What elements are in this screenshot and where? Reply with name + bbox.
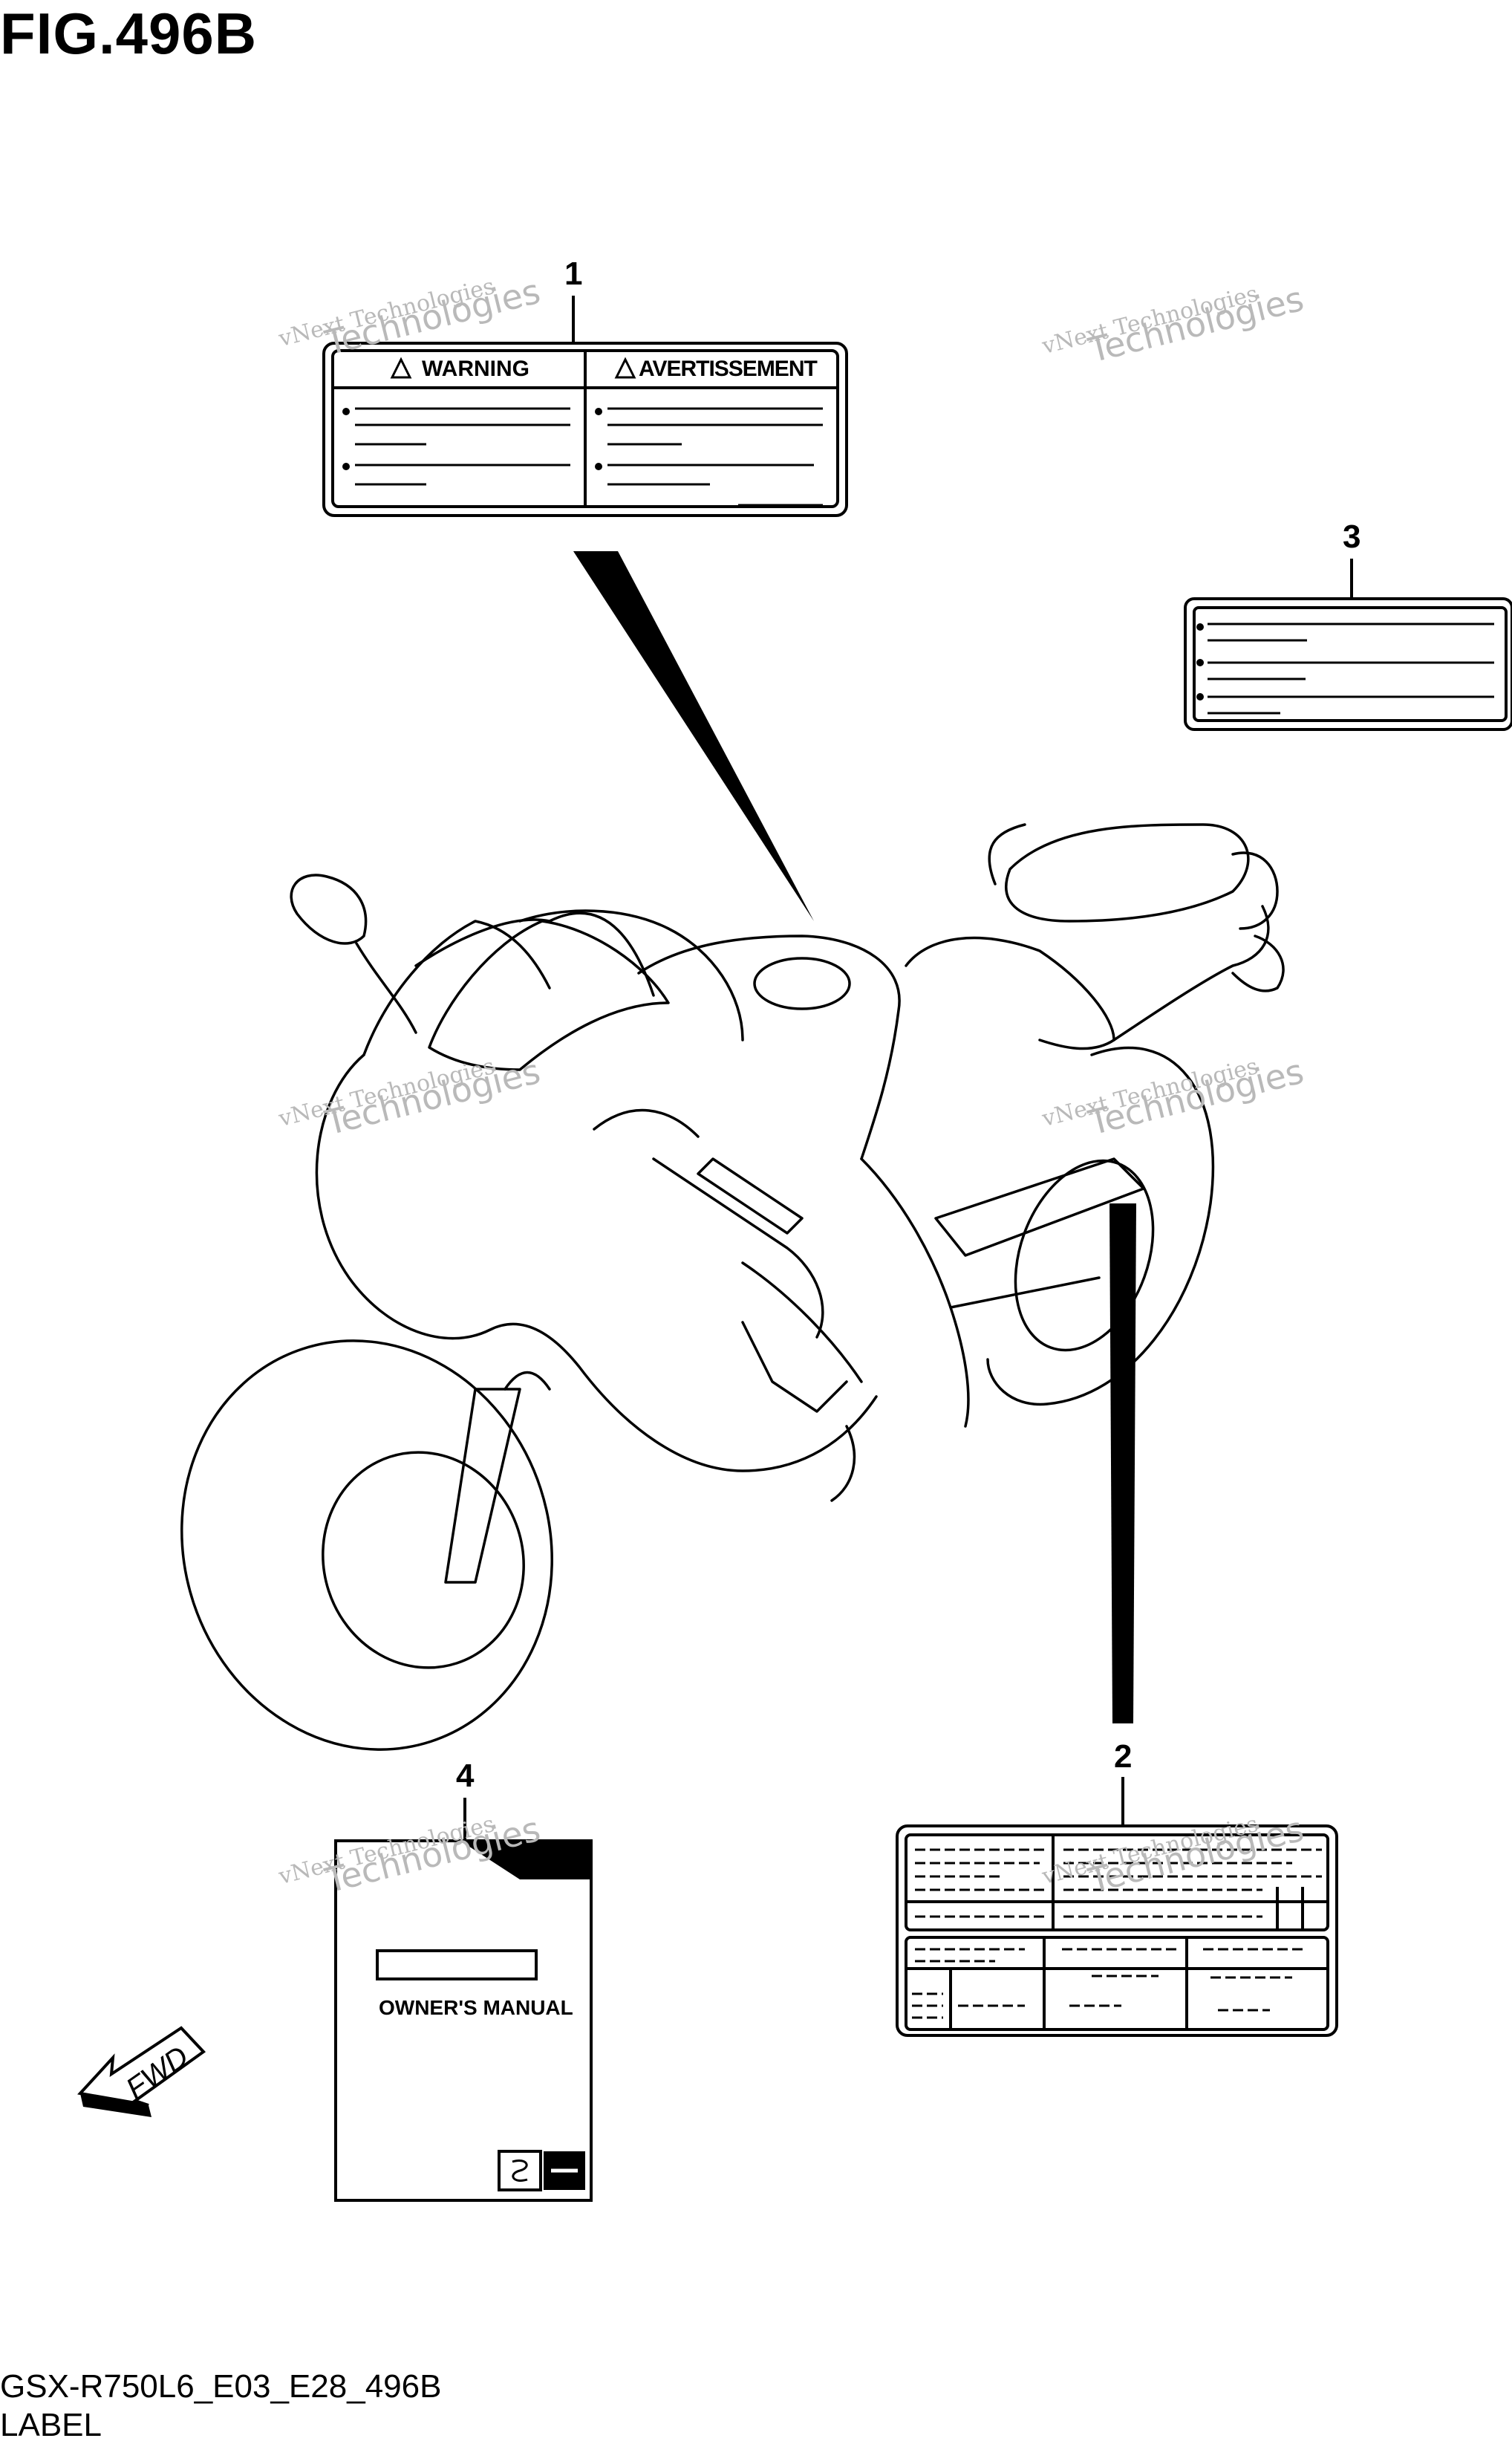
label-1-left-heading: WARNING <box>422 357 529 381</box>
motorcycle-outline <box>180 823 1285 1751</box>
figure-code: GSX-R750L6_E03_E28_496B <box>0 2368 442 2405</box>
label-3-outer <box>1184 597 1512 731</box>
label-3-inner <box>1193 606 1508 722</box>
label-1-outer <box>322 342 848 517</box>
label-4-outer <box>334 1839 593 2202</box>
callout-4: 4 <box>456 1758 475 1794</box>
fwd-arrow-icon <box>77 2026 206 2107</box>
owners-manual-text: OWNER'S MANUAL <box>379 1996 573 2019</box>
label-2-outer <box>896 1824 1338 2037</box>
figure-name: LABEL <box>0 2407 102 2443</box>
warning-triangle-icon <box>390 357 412 379</box>
callout-2: 2 <box>1114 1738 1133 1775</box>
figure-title: FIG.496B <box>0 1 258 66</box>
warning-triangle-icon <box>614 357 636 379</box>
callout-3: 3 <box>1343 519 1361 555</box>
pointer-1 <box>573 551 814 921</box>
suzuki-logo-icon <box>512 2159 528 2182</box>
pointer-2 <box>1109 1203 1136 1723</box>
label-1-right-heading: AVERTISSEMENT <box>639 357 817 381</box>
callout-1: 1 <box>564 256 583 292</box>
